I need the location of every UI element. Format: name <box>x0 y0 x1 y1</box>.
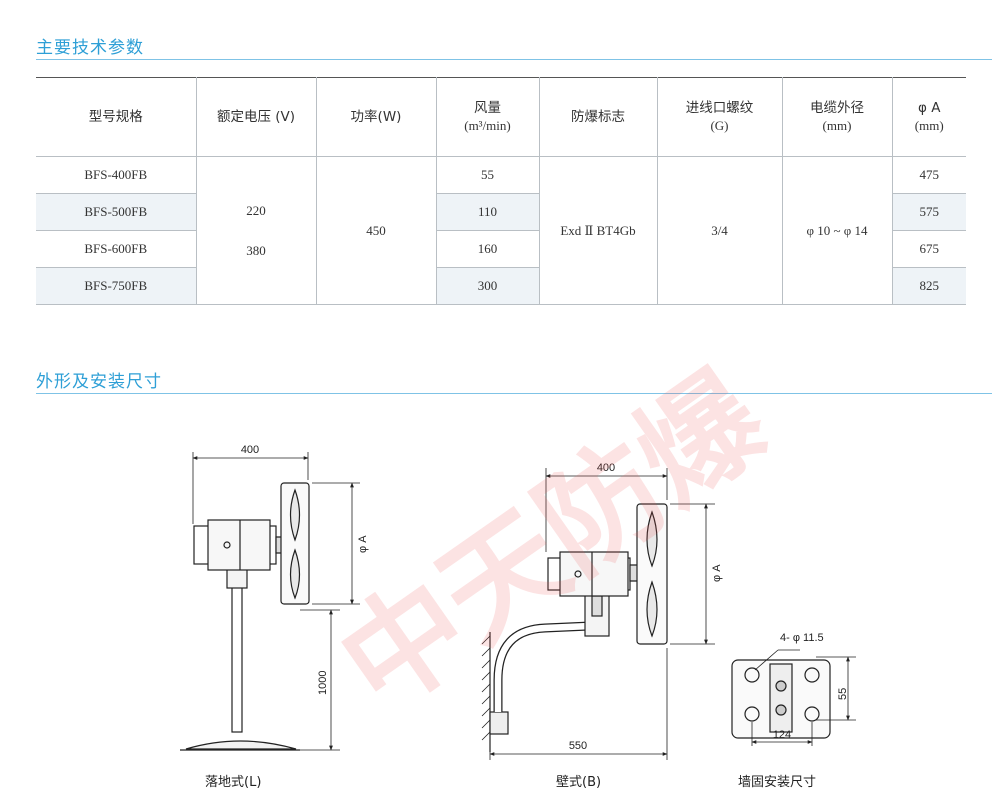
phia-cell: 575 <box>892 193 966 231</box>
airflow-cell: 300 <box>436 267 540 305</box>
wall-caption: 壁式(B) <box>556 775 602 790</box>
ex-mark-cell: Exd Ⅱ BT4Gb <box>539 156 658 305</box>
phia-cell: 475 <box>892 156 966 194</box>
phia-cell: 825 <box>892 267 966 305</box>
spec-table: 型号规格 额定电压 (V) 功率(W) 风量(m³/min) 防爆标志 进线口螺… <box>36 77 966 305</box>
model-cell: BFS-600FB <box>36 230 197 268</box>
dims-title-rule <box>36 393 992 394</box>
power-cell: 450 <box>316 156 437 305</box>
cable-cell: φ 10 ~ φ 14 <box>782 156 893 305</box>
floor-dia-label: φ A <box>357 535 369 553</box>
header-phia: φ A(mm) <box>892 77 966 157</box>
thread-cell: 3/4 <box>657 156 783 305</box>
phia-cell: 675 <box>892 230 966 268</box>
mount-plate-dimensions <box>751 649 856 746</box>
airflow-cell: 55 <box>436 156 540 194</box>
airflow-cell: 110 <box>436 193 540 231</box>
dims-section-title: 外形及安装尺寸 <box>36 372 162 392</box>
table-row: BFS-600FB 160 675 <box>36 230 966 268</box>
floor-fan-drawing <box>180 482 310 751</box>
table-row: BFS-750FB 300 825 <box>36 267 966 305</box>
header-cable: 电缆外径(mm) <box>782 77 893 157</box>
specs-title-rule <box>36 59 992 60</box>
plate-vspace-label: 55 <box>837 688 849 700</box>
wall-width-label: 400 <box>597 462 615 474</box>
wall-fan-drawing <box>481 503 668 752</box>
table-header-row: 型号规格 额定电压 (V) 功率(W) 风量(m³/min) 防爆标志 进线口螺… <box>36 77 966 157</box>
wall-dia-label: φ A <box>711 564 723 582</box>
header-ex-mark: 防爆标志 <box>539 77 658 157</box>
header-voltage: 额定电压 (V) <box>196 77 317 157</box>
header-model: 型号规格 <box>36 77 197 157</box>
plate-caption: 墙固安装尺寸 <box>738 775 817 790</box>
floor-height-label: 1000 <box>317 671 329 695</box>
header-power: 功率(W) <box>316 77 437 157</box>
model-cell: BFS-400FB <box>36 156 197 194</box>
mount-plate-drawing <box>731 659 831 739</box>
floor-width-label: 400 <box>241 444 259 456</box>
specs-section-title: 主要技术参数 <box>36 38 144 58</box>
wall-fan-dimensions <box>489 468 715 760</box>
model-cell: BFS-750FB <box>36 267 197 305</box>
header-thread: 进线口螺纹(G) <box>657 77 783 157</box>
airflow-cell: 160 <box>436 230 540 268</box>
floor-caption: 落地式(L) <box>205 775 262 790</box>
wall-reach-label: 550 <box>569 740 587 752</box>
plate-hspace-label: 124 <box>773 729 791 741</box>
plate-holes-label: 4- φ 11.5 <box>780 632 824 644</box>
floor-fan-dimensions <box>192 452 360 751</box>
header-airflow: 风量(m³/min) <box>436 77 540 157</box>
model-cell: BFS-500FB <box>36 193 197 231</box>
table-row: BFS-500FB 110 575 <box>36 193 966 231</box>
